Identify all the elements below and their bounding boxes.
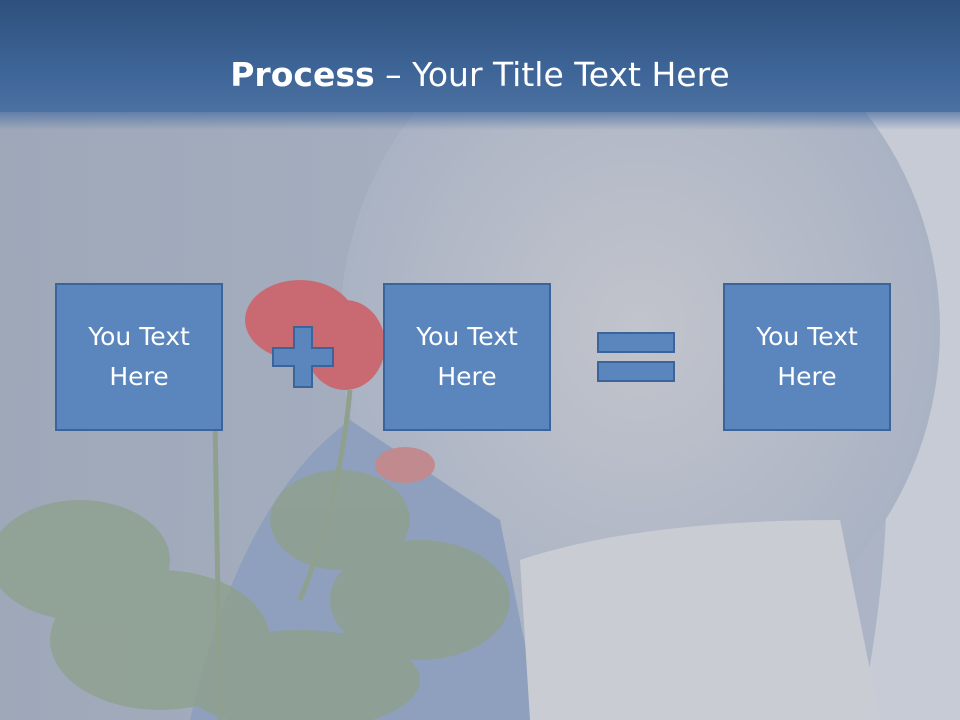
slide-title: Process – Your Title Text Here xyxy=(0,52,960,98)
equals-icon xyxy=(597,332,675,382)
process-box-2-text: You Text Here xyxy=(416,322,518,391)
slide-title-rest: – Your Title Text Here xyxy=(374,55,730,94)
process-box-2[interactable]: You Text Here xyxy=(383,283,551,431)
process-box-1[interactable]: You Text Here xyxy=(55,283,223,431)
process-box-1-text: You Text Here xyxy=(88,322,190,391)
plus-icon xyxy=(272,326,334,388)
title-bar xyxy=(0,0,960,112)
slide-title-bold: Process xyxy=(230,55,375,94)
title-bar-fade xyxy=(0,108,960,130)
process-box-3[interactable]: You Text Here xyxy=(723,283,891,431)
process-box-3-text: You Text Here xyxy=(756,322,858,391)
